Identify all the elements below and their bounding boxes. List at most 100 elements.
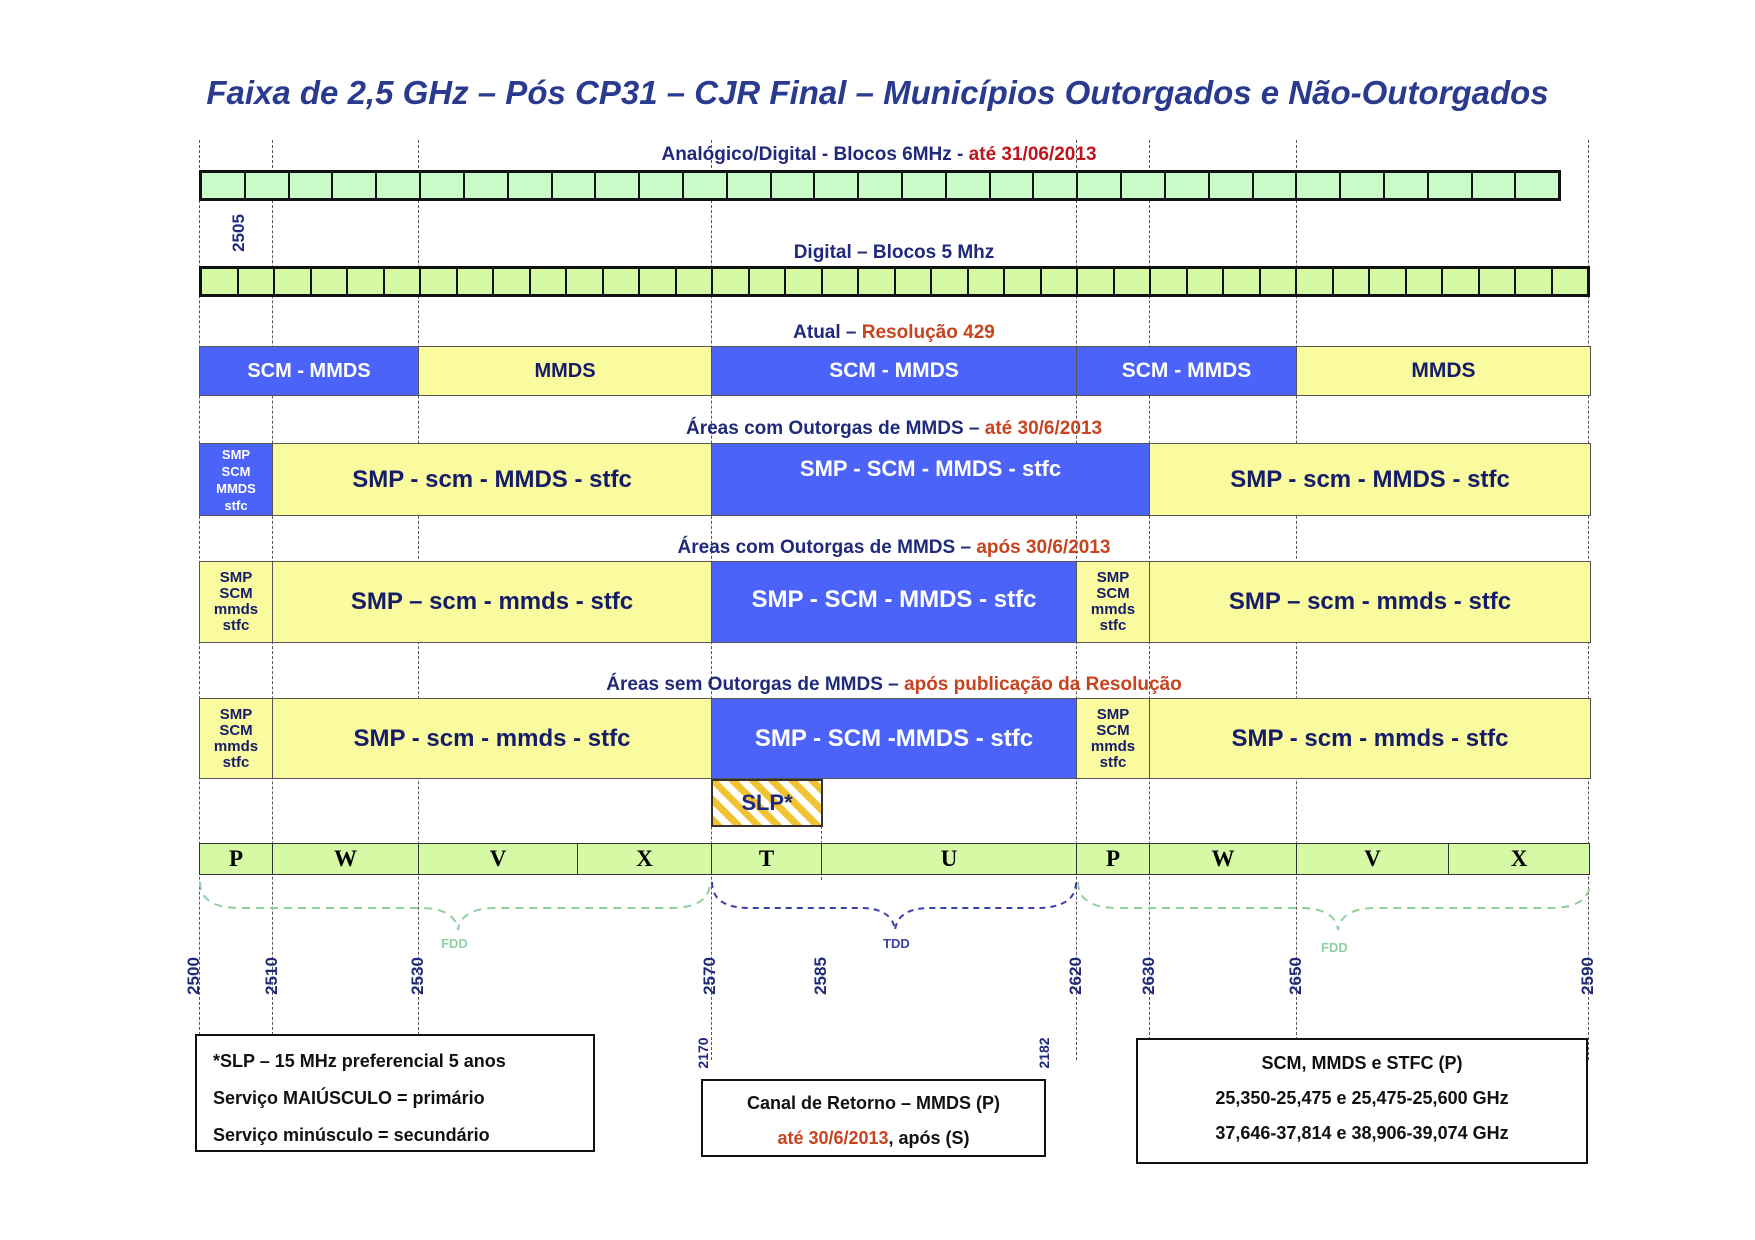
block-6mhz [1385, 173, 1429, 198]
small-line: stfc [1099, 753, 1127, 771]
freq-label: 2650 [1286, 957, 1305, 995]
legend-line: *SLP – 15 MHz preferencial 5 anos [213, 1051, 506, 1071]
atual-segment: MMDS [418, 346, 712, 396]
block-6mhz [772, 173, 816, 198]
block-6mhz [290, 173, 334, 198]
sem-apos-segment: SMP - scm - mmds - stfc [272, 698, 712, 779]
legend-line: 37,646-37,814 e 38,906-39,074 GHz [1215, 1123, 1509, 1143]
digital-row-heading: Digital – Blocos 5 Mhz [793, 242, 995, 263]
fdd-label: FDD [441, 936, 468, 951]
slp-block: SLP* [711, 779, 823, 827]
com-apos-heading: Áreas com Outorgas de MMDS – após 30/6/2… [199, 537, 1589, 559]
legend-line: Serviço minúsculo = secundário [213, 1125, 490, 1145]
atual-row-heading: Atual – Resolução 429 [199, 322, 1589, 344]
atual-row-label: Atual – [793, 322, 862, 343]
block-5mhz [640, 269, 677, 294]
small-line: MMDS [216, 480, 256, 496]
block-6mhz [903, 173, 947, 198]
com-apos-label: Áreas com Outorgas de MMDS – [677, 537, 977, 558]
block-6mhz [465, 173, 509, 198]
block-5mhz [348, 269, 385, 294]
small-line: SCM [1096, 585, 1130, 602]
block-5mhz [896, 269, 932, 294]
tdd-bracket [711, 881, 1077, 931]
block-5mhz [786, 269, 823, 294]
guide-line [821, 780, 822, 880]
block-5mhz [1261, 269, 1297, 294]
block-5mhz [531, 269, 567, 294]
letter-cell: V [1296, 843, 1449, 875]
small-line: mmds [1090, 737, 1136, 755]
analog-blocks-row [199, 170, 1561, 201]
block-5mhz [859, 269, 896, 294]
com-apos-segment: SMP – scm - mmds - stfc [1149, 561, 1591, 643]
fdd-label: FDD [1321, 940, 1348, 955]
return-channel-date: até 30/6/2013 [777, 1128, 889, 1148]
block-5mhz [750, 269, 786, 294]
analog-row-label: Analógico/Digital - Blocos 6MHz - [661, 144, 969, 165]
sem-apos-label: Áreas sem Outorgas de MMDS – [606, 674, 905, 695]
small-line: mmds [213, 737, 259, 755]
com-ate-heading: Áreas com Outorgas de MMDS – até 30/6/20… [199, 418, 1589, 440]
block-5mhz [1151, 269, 1188, 294]
block-5mhz [567, 269, 604, 294]
freq-label: 2620 [1066, 957, 1085, 995]
block-6mhz [1122, 173, 1166, 198]
small-line: stfc [222, 753, 250, 771]
block-6mhz [1210, 173, 1254, 198]
freq-label: 2630 [1139, 957, 1158, 995]
block-5mhz [1005, 269, 1042, 294]
page-title: Faixa de 2,5 GHz – Pós CP31 – CJR Final … [206, 74, 1549, 111]
legend-left: *SLP – 15 MHz preferencial 5 anos Serviç… [195, 1034, 595, 1152]
block-5mhz [1407, 269, 1443, 294]
block-5mhz [494, 269, 531, 294]
block-5mhz [1334, 269, 1370, 294]
letter-cell: W [272, 843, 419, 875]
block-6mhz [1473, 173, 1517, 198]
block-5mhz [275, 269, 312, 294]
block-6mhz [1254, 173, 1298, 198]
com-ate-label: Áreas com Outorgas de MMDS – [685, 418, 985, 439]
atual-segment: MMDS [1296, 346, 1591, 396]
return-channel-line: Canal de Retorno – MMDS (P) [746, 1093, 1001, 1113]
sem-apos-small-cell: SMP SCM mmds stfc [1076, 698, 1150, 779]
legend-line: 25,350-25,475 e 25,475-25,600 GHz [1215, 1088, 1509, 1108]
block-5mhz [1042, 269, 1078, 294]
small-line: SMP [1096, 705, 1130, 723]
block-5mhz [385, 269, 421, 294]
block-5mhz [1115, 269, 1151, 294]
atual-segment: SCM - MMDS [711, 346, 1077, 396]
freq-label: 2530 [408, 957, 427, 995]
com-apos-highlight: após 30/6/2013 [976, 537, 1111, 558]
block-6mhz [333, 173, 378, 198]
block-5mhz [421, 269, 458, 294]
block-6mhz [596, 173, 641, 198]
freq-label: 2510 [262, 957, 281, 995]
block-5mhz [1370, 269, 1407, 294]
block-6mhz [684, 173, 728, 198]
return-channel-status: até 30/6/2013, após (S) [703, 1128, 1044, 1149]
sem-apos-segment: SMP - scm - mmds - stfc [1149, 698, 1591, 779]
small-line: SCM [219, 585, 253, 602]
block-5mhz [239, 269, 275, 294]
com-apos-segment: SMP - SCM - MMDS - stfc [711, 561, 1077, 643]
sem-apos-heading: Áreas sem Outorgas de MMDS – após public… [199, 674, 1589, 696]
block-5mhz [604, 269, 640, 294]
legend-line: Serviço MAIÚSCULO = primário [213, 1088, 485, 1108]
block-6mhz [246, 173, 290, 198]
small-line: SCM [1096, 721, 1130, 739]
duplex-brackets [199, 881, 1591, 931]
small-line: SCM [221, 463, 251, 479]
analog-row-date: até 31/06/2013 [968, 144, 1097, 165]
atual-segment: SCM - MMDS [199, 346, 419, 396]
atual-row-highlight: Resolução 429 [861, 322, 995, 343]
freq-label: 2590 [1578, 957, 1597, 995]
small-line: mmds [213, 601, 259, 618]
block-6mhz [553, 173, 597, 198]
small-line: SMP [221, 446, 251, 462]
letter-cell: T [711, 843, 822, 875]
small-line: SCM [219, 721, 253, 739]
atual-segment: SCM - MMDS [1076, 346, 1297, 396]
block-5mhz [1188, 269, 1224, 294]
block-6mhz [1516, 173, 1558, 198]
